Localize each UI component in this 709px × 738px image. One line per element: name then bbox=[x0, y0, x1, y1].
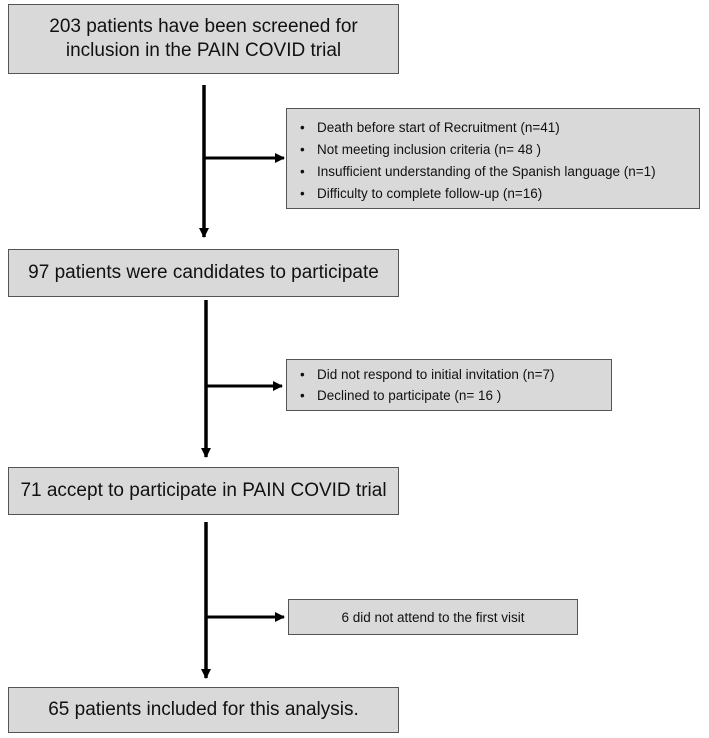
bullet-glyph: • bbox=[300, 186, 305, 201]
list-item: • Declined to participate (n= 16 ) bbox=[300, 388, 502, 403]
box-screened: 203 patients have been screened for incl… bbox=[8, 4, 399, 74]
list-item: • Did not respond to initial invitation … bbox=[300, 367, 555, 382]
bullet-glyph: • bbox=[300, 367, 305, 382]
bullet-glyph: • bbox=[300, 388, 305, 403]
list-item: • Insufficient understanding of the Span… bbox=[300, 164, 656, 179]
exclusions-third-text: 6 did not attend to the first visit bbox=[341, 609, 525, 625]
exclusions-second-list: • Did not respond to initial invitation … bbox=[287, 366, 611, 405]
box-exclusions-first: • Death before start of Recruitment (n=4… bbox=[286, 108, 700, 209]
box-candidates-text: 97 patients were candidates to participa… bbox=[28, 262, 379, 283]
box-accepted-text: 71 accept to participate in PAIN COVID t… bbox=[20, 480, 387, 501]
box-included: 65 patients included for this analysis. bbox=[8, 687, 399, 733]
list-item: • Not meeting inclusion criteria (n= 48 … bbox=[300, 142, 541, 157]
exclusions-first-list: • Death before start of Recruitment (n=4… bbox=[287, 119, 699, 203]
list-item: • Death before start of Recruitment (n=4… bbox=[300, 120, 560, 135]
bullet-glyph: • bbox=[300, 142, 305, 157]
box-exclusions-third: 6 did not attend to the first visit bbox=[288, 599, 578, 635]
box-included-text: 65 patients included for this analysis. bbox=[48, 699, 359, 720]
box-exclusions-second: • Did not respond to initial invitation … bbox=[286, 359, 612, 411]
box-accepted: 71 accept to participate in PAIN COVID t… bbox=[8, 467, 399, 515]
list-item: • Difficulty to complete follow-up (n=16… bbox=[300, 186, 543, 201]
box-screened-text: 203 patients have been screened for incl… bbox=[49, 16, 358, 61]
bullet-glyph: • bbox=[300, 164, 305, 179]
bullet-glyph: • bbox=[300, 120, 305, 135]
box-candidates: 97 patients were candidates to participa… bbox=[8, 249, 399, 297]
